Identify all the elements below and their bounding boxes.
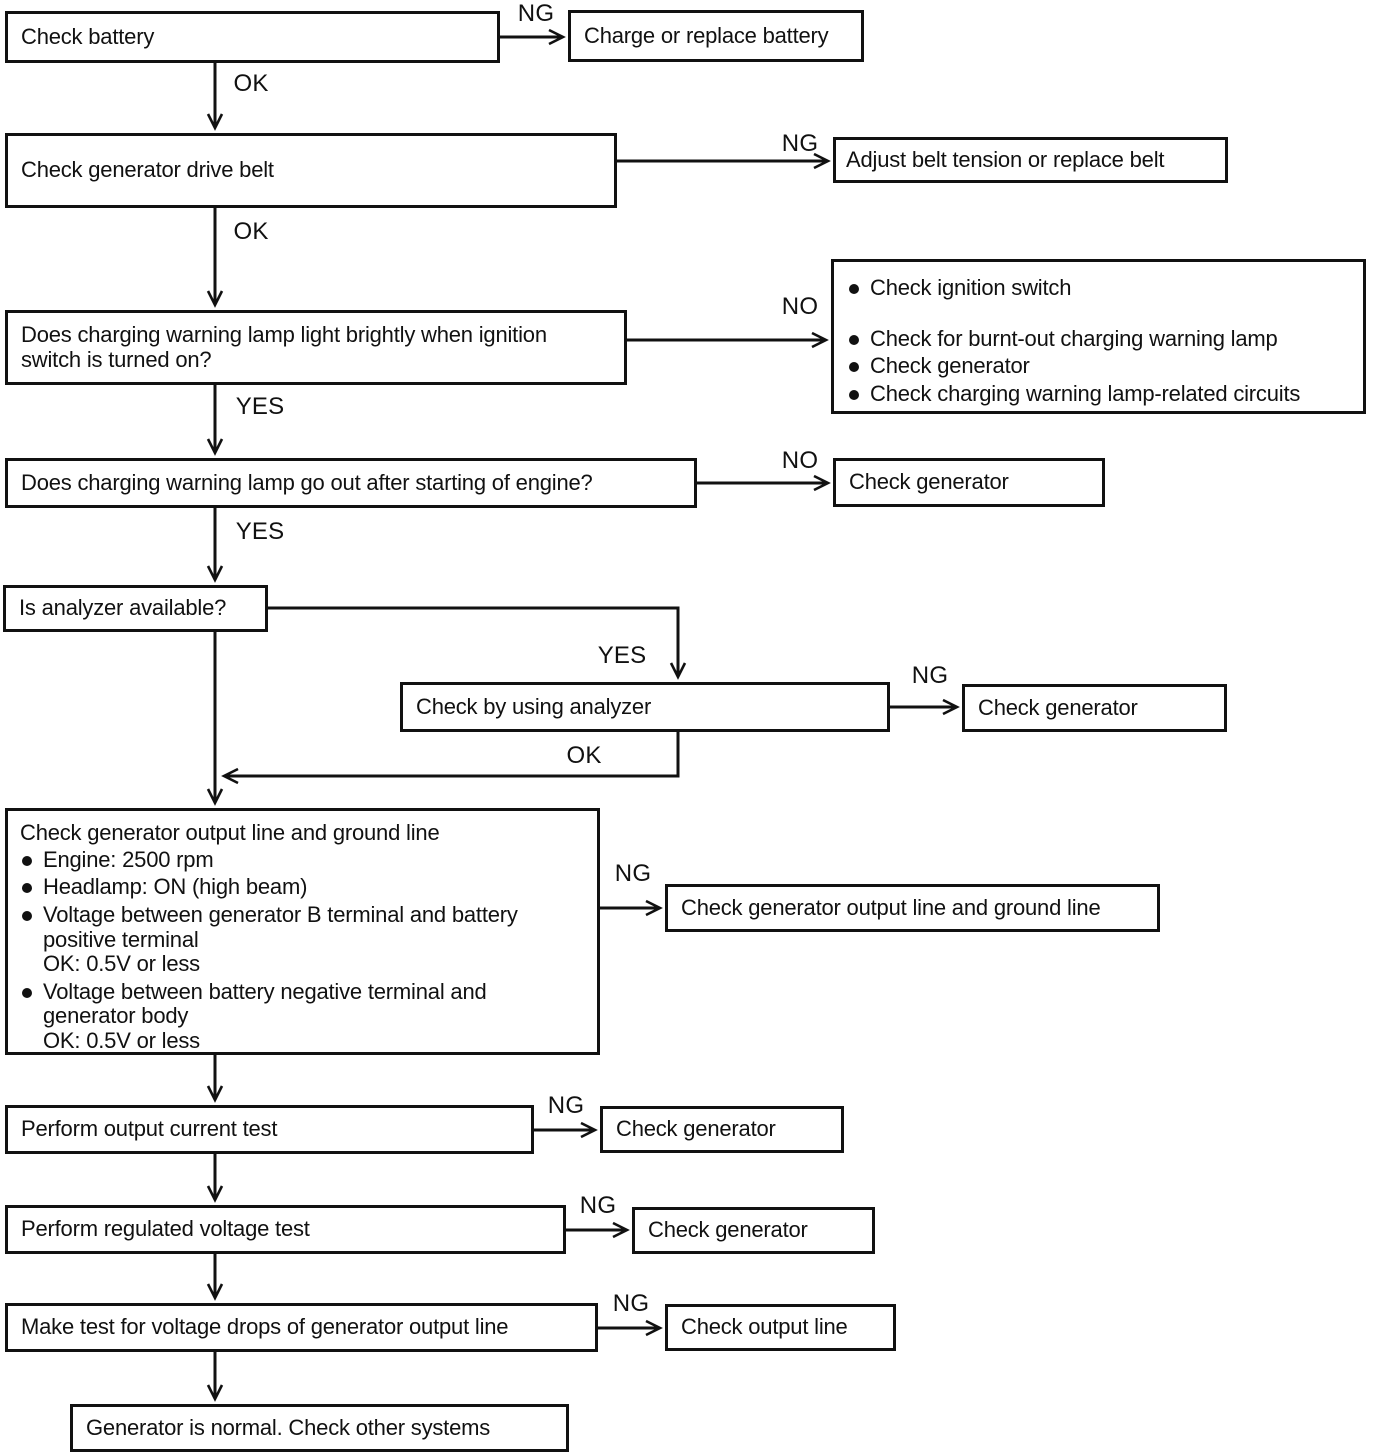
list-item: Check for burnt-out charging warning lam… bbox=[847, 326, 1350, 352]
edge-label-analyzer-ok: OK bbox=[566, 742, 602, 769]
node-charge-or-replace-battery: Charge or replace battery bbox=[568, 10, 864, 62]
edge-label-output-current-ng: NG bbox=[547, 1092, 585, 1119]
node-perform-regulated-voltage-test: Perform regulated voltage test bbox=[5, 1205, 566, 1254]
node-check-generator-voltage: Check generator bbox=[632, 1207, 875, 1254]
edge-label-analyzer-yes: YES bbox=[597, 642, 647, 669]
node-check-generator-analyzer: Check generator bbox=[962, 684, 1227, 732]
node-check-battery: Check battery bbox=[5, 11, 500, 63]
edge-label-lamp-brightly-yes: YES bbox=[235, 393, 285, 420]
node-check-output-line: Check output line bbox=[665, 1304, 896, 1351]
node-check-generator-drive-belt: Check generator drive belt bbox=[5, 133, 617, 208]
node-lamp-failure-checks: Check ignition switch Check for burnt-ou… bbox=[831, 259, 1366, 414]
edge-label-battery-ng: NG bbox=[517, 0, 555, 27]
edge-label-voltage-drop-ng: NG bbox=[612, 1290, 650, 1317]
list-item: Voltage between battery negative termina… bbox=[20, 979, 585, 1054]
bullet-icon bbox=[22, 883, 32, 894]
bullet-icon bbox=[849, 334, 859, 345]
node-generator-is-normal: Generator is normal. Check other systems bbox=[70, 1404, 569, 1452]
node-output-and-ground-line-check: Check generator output line and ground l… bbox=[5, 808, 600, 1055]
edge-label-lamp-go-out-yes: YES bbox=[235, 518, 285, 545]
edge-label-output-ground-ng: NG bbox=[614, 860, 652, 887]
list-item: Check charging warning lamp-related circ… bbox=[847, 381, 1350, 407]
edge-label-lamp-go-out-no: NO bbox=[781, 447, 819, 474]
node-lamp-light-brightly: Does charging warning lamp light brightl… bbox=[5, 310, 627, 385]
node-check-output-and-ground-line: Check generator output line and ground l… bbox=[665, 884, 1160, 932]
bullet-icon bbox=[22, 855, 32, 866]
bullet-icon bbox=[849, 362, 859, 373]
node-lamp-go-out: Does charging warning lamp go out after … bbox=[5, 458, 697, 508]
list-item: Voltage between generator B terminal and… bbox=[20, 902, 585, 977]
bullet-icon bbox=[22, 987, 32, 998]
node-check-generator-lamp: Check generator bbox=[833, 458, 1105, 507]
node-check-generator-current: Check generator bbox=[600, 1106, 844, 1153]
node-voltage-drop-test: Make test for voltage drops of generator… bbox=[5, 1303, 598, 1352]
edge-label-regulated-voltage-ng: NG bbox=[579, 1192, 617, 1219]
edge-label-lamp-brightly-no: NO bbox=[781, 293, 819, 320]
edge-analyzer-ok-return bbox=[221, 732, 680, 785]
list-item: Check generator bbox=[847, 354, 1350, 379]
edge-label-battery-ok: OK bbox=[233, 70, 269, 97]
list-item: Headlamp: ON (high beam) bbox=[20, 875, 585, 900]
node-adjust-belt-tension: Adjust belt tension or replace belt bbox=[833, 137, 1228, 183]
bullet-icon bbox=[849, 389, 859, 400]
edge-label-belt-ng: NG bbox=[781, 130, 819, 157]
node-check-by-using-analyzer: Check by using analyzer bbox=[400, 682, 890, 732]
edge-label-belt-ok: OK bbox=[233, 218, 269, 245]
list-item: Engine: 2500 rpm bbox=[20, 847, 585, 873]
node-perform-output-current-test: Perform output current test bbox=[5, 1105, 534, 1154]
box-title: Check generator output line and ground l… bbox=[20, 820, 440, 845]
edge-label-analyzer-ng: NG bbox=[911, 662, 949, 689]
edge-analyzer-yes bbox=[268, 606, 687, 680]
bullet-icon bbox=[22, 910, 32, 921]
node-is-analyzer-available: Is analyzer available? bbox=[3, 585, 268, 632]
list-item: Check ignition switch bbox=[847, 275, 1350, 301]
bullet-icon bbox=[849, 284, 859, 294]
